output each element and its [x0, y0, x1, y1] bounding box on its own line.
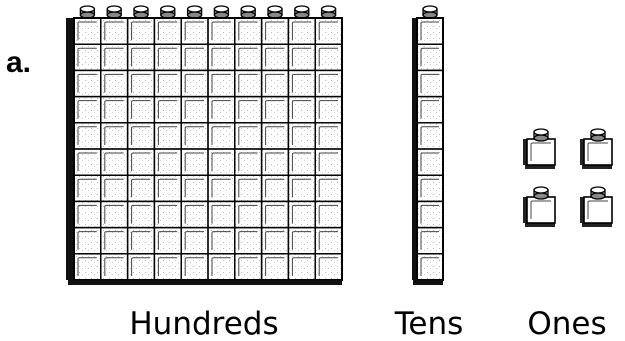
hundreds-caption: Hundreds — [129, 306, 278, 341]
hundreds-bottom-edge — [68, 280, 342, 285]
unit-cube-nub — [534, 187, 548, 199]
hundreds-top-nub — [268, 6, 282, 18]
tens-rod — [412, 6, 443, 285]
hundreds-top-nub — [80, 6, 94, 18]
unit-cube — [523, 187, 555, 227]
hundreds-top-nub — [214, 6, 228, 18]
tens-bottom-edge — [413, 280, 443, 285]
part-label: a. — [6, 46, 31, 79]
hundreds-side-edge — [66, 18, 74, 280]
ones-cubes — [523, 129, 612, 227]
hundreds-top-nub — [322, 6, 336, 18]
hundreds-top-nub — [188, 6, 202, 18]
hundreds-top-nub — [295, 6, 309, 18]
unit-cube-nub — [534, 129, 548, 141]
tens-top-nub — [423, 6, 437, 18]
hundreds-flat — [66, 6, 342, 285]
hundreds-top-nub — [241, 6, 255, 18]
ones-caption: Ones — [527, 306, 606, 341]
unit-cube-nub — [591, 187, 605, 199]
tens-caption: Tens — [394, 306, 464, 341]
hundreds-top-nub — [107, 6, 121, 18]
hundreds-top-nub — [161, 6, 175, 18]
hundreds-top-nub — [134, 6, 148, 18]
unit-cube-nub — [591, 129, 605, 141]
unit-cube — [580, 187, 612, 227]
unit-cube — [523, 129, 555, 169]
unit-cube — [580, 129, 612, 169]
